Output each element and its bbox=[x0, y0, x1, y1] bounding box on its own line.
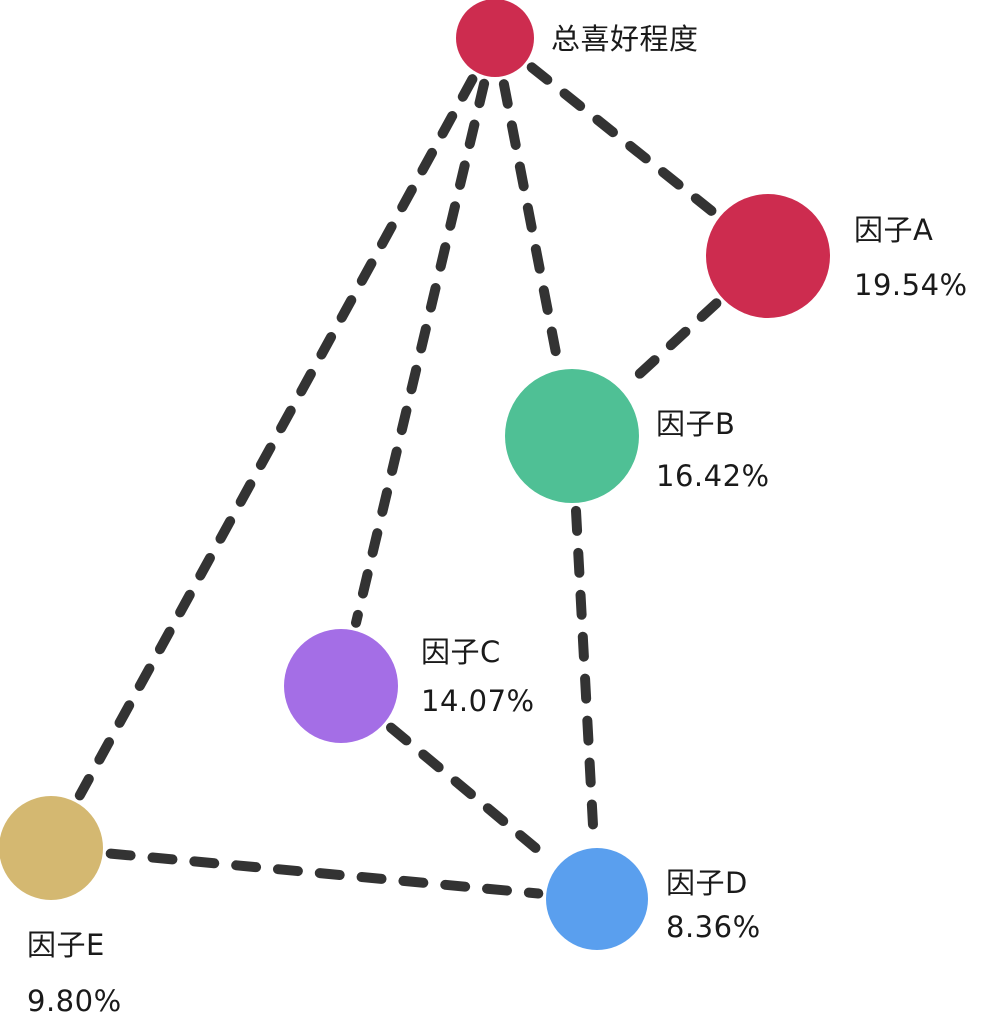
edge-c-d bbox=[386, 722, 557, 867]
factor-d-percent: 8.36% bbox=[666, 910, 761, 944]
edge-e-d bbox=[105, 848, 544, 899]
dashed-connections bbox=[74, 62, 722, 899]
node-factor-d bbox=[546, 848, 648, 950]
edge-root-c bbox=[351, 78, 490, 628]
edge-b-d bbox=[571, 505, 599, 846]
factor-d-name: 因子D bbox=[666, 866, 748, 900]
edge-root-a bbox=[526, 62, 719, 218]
node-factor-a bbox=[706, 194, 830, 318]
node-factor-e bbox=[0, 796, 103, 900]
root-label: 总喜好程度 bbox=[551, 22, 699, 56]
factor-e-percent: 9.80% bbox=[27, 984, 122, 1018]
factor-a-percent: 19.54% bbox=[854, 268, 968, 302]
node-root bbox=[456, 0, 534, 77]
edge-root-e bbox=[74, 74, 478, 801]
factor-c-name: 因子C bbox=[421, 635, 501, 669]
nodes bbox=[0, 0, 830, 950]
factor-c-percent: 14.07% bbox=[421, 684, 535, 718]
factor-a-name: 因子A bbox=[854, 213, 933, 247]
labels: 总喜好程度 因子A 19.54% 因子B 16.42% 因子C 14.07% 因… bbox=[27, 22, 968, 1018]
edge-a-b bbox=[622, 298, 722, 391]
factor-e-name: 因子E bbox=[27, 928, 105, 962]
node-factor-c bbox=[284, 629, 398, 743]
node-factor-b bbox=[505, 369, 639, 503]
edge-root-b bbox=[498, 79, 563, 368]
factor-b-name: 因子B bbox=[656, 407, 735, 441]
factor-b-percent: 16.42% bbox=[656, 459, 770, 493]
